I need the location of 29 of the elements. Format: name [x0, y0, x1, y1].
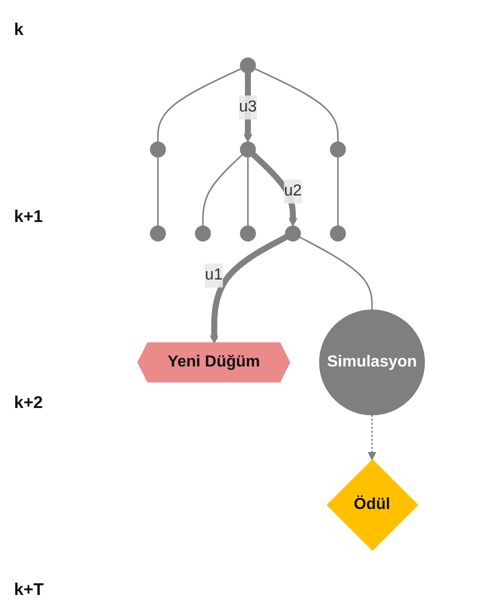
level-label: k+T — [14, 580, 44, 600]
node-circle — [240, 57, 256, 74]
level-label: k — [14, 20, 24, 40]
node-circle — [284, 225, 301, 242]
edge-label: u2 — [284, 182, 302, 200]
connector — [336, 156, 338, 226]
connector — [156, 68, 242, 142]
node-circle — [150, 141, 166, 158]
arrow — [210, 234, 288, 344]
arrow — [367, 414, 376, 460]
node-circle — [240, 141, 256, 158]
connector — [202, 154, 243, 226]
edge-label: u1 — [204, 266, 222, 284]
connector — [156, 156, 158, 226]
node-diamond: Ödül — [326, 458, 418, 551]
connector — [254, 68, 338, 142]
node-circle — [194, 225, 211, 242]
connector — [246, 156, 248, 226]
node-circle — [330, 225, 346, 242]
node-circle: Simulasyon — [318, 309, 425, 416]
arrow — [251, 152, 298, 226]
edge-label: u3 — [238, 98, 257, 116]
arrow — [243, 72, 252, 142]
connector — [298, 236, 373, 310]
level-label: k+1 — [14, 206, 43, 227]
level-label: k+2 — [14, 393, 43, 414]
node-circle — [240, 225, 256, 242]
node-circle — [150, 225, 166, 242]
node-circle — [330, 141, 346, 158]
